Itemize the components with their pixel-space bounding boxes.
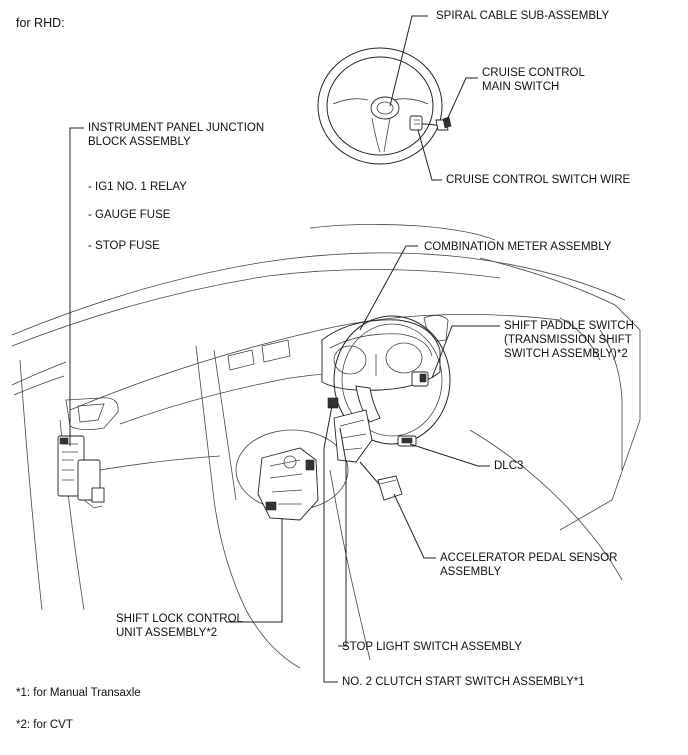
label-shift-paddle-line1: SHIFT PADDLE SWITCH [504,320,634,332]
label-junction-block-line1: INSTRUMENT PANEL JUNCTION [88,122,265,134]
label-shift-lock-line1: SHIFT LOCK CONTROL [116,613,243,625]
label-gauge-fuse: - GAUGE FUSE [88,209,171,221]
label-stop-fuse: - STOP FUSE [88,240,160,252]
label-junction-block-line2: BLOCK ASSEMBLY [88,136,191,148]
page-title: for RHD: [16,16,65,30]
label-shift-paddle-line3: SWITCH ASSEMBLY)*2 [504,348,628,360]
label-clutch-start-switch: NO. 2 CLUTCH START SWITCH ASSEMBLY*1 [342,676,585,688]
footnote-1: *1: for Manual Transaxle [16,687,141,699]
pedal-assembly [327,397,403,501]
footnote-2: *2: for CVT [16,719,73,731]
label-spiral-cable: SPIRAL CABLE SUB-ASSEMBLY [436,10,610,22]
label-accelerator-pedal-line2: ASSEMBLY [440,566,502,578]
label-ig1-relay: - IG1 NO. 1 RELAY [88,181,187,193]
combination-meter-and-wheel [321,315,451,447]
label-cruise-main-switch-line2: MAIN SWITCH [482,81,560,93]
label-shift-paddle-line2: (TRANSMISSION SHIFT [504,334,632,346]
label-stop-light-switch: STOP LIGHT SWITCH ASSEMBLY [342,641,523,653]
dashboard-outline [11,224,641,669]
label-accelerator-pedal-line1: ACCELERATOR PEDAL SENSOR [440,552,618,564]
shift-lock-control-unit [235,429,349,521]
label-shift-lock-line2: UNIT ASSEMBLY*2 [116,627,218,639]
label-combination-meter: COMBINATION METER ASSEMBLY [424,241,612,253]
label-cruise-switch-wire: CRUISE CONTROL SWITCH WIRE [446,174,631,186]
leader-lines [69,15,500,683]
label-cruise-main-switch-line1: CRUISE CONTROL [482,67,585,79]
steering-wheel-inset [317,47,452,165]
label-dlc3: DLC3 [494,460,524,472]
instrument-panel-junction-block [57,435,105,509]
